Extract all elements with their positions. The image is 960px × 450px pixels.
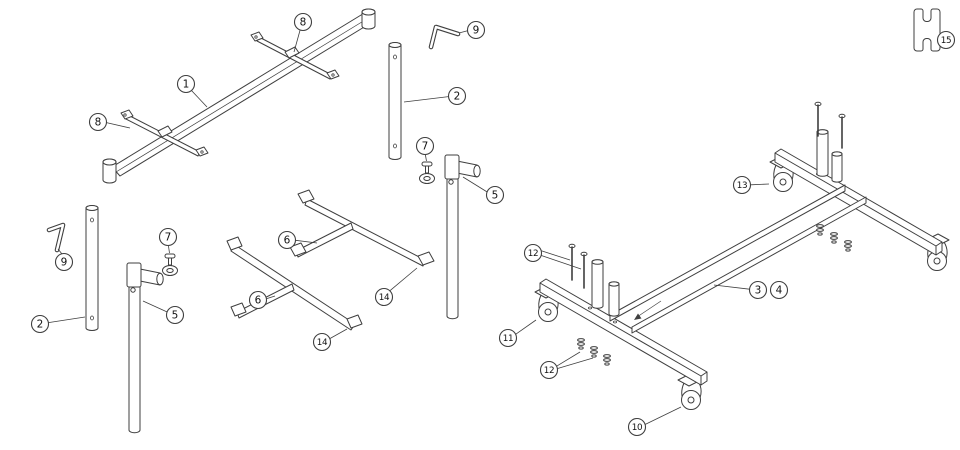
- crossbeam-assembly: [102, 8, 376, 184]
- post-left: [591, 259, 620, 317]
- end-cap: [226, 236, 243, 251]
- clamp-left: [162, 253, 178, 276]
- svg-text:12: 12: [544, 366, 554, 376]
- svg-text:2: 2: [37, 319, 44, 331]
- svg-text:3: 3: [755, 285, 762, 297]
- svg-text:9: 9: [61, 257, 68, 269]
- svg-text:9: 9: [473, 25, 480, 37]
- svg-text:2: 2: [454, 91, 461, 103]
- callout-crossbeam: 1: [176, 74, 208, 108]
- upright-tube-left: [85, 205, 99, 331]
- end-cap: [289, 242, 307, 257]
- mounting-bracket-upper: [250, 31, 340, 80]
- bolt-set-right: [814, 101, 846, 149]
- svg-text:7: 7: [422, 141, 429, 153]
- svg-text:13: 13: [737, 181, 747, 191]
- callout-leg-right: 5: [462, 176, 505, 205]
- svg-text:15: 15: [941, 36, 951, 46]
- washer-set-lower: [577, 338, 611, 366]
- spine-rail-1: [609, 184, 846, 322]
- svg-text:5: 5: [172, 310, 179, 322]
- callout-end-cap-upper: 14: [374, 267, 418, 307]
- hex-key-top: [428, 24, 461, 50]
- callout-caster-left: 11: [498, 319, 537, 348]
- clamp-right: [419, 161, 435, 184]
- callout-upright-tube-right: 2: [403, 86, 467, 106]
- svg-text:8: 8: [300, 17, 307, 29]
- mounting-bracket-lower: [120, 109, 209, 157]
- callout-frame-3: 3: [713, 280, 768, 300]
- callout-t-bar-upper: 6: [277, 230, 318, 250]
- callouts: 8 9 1 2 8 7 5: [30, 12, 956, 437]
- post-right: [816, 129, 843, 183]
- crossbeam-end-tube-bottom: [102, 158, 117, 184]
- svg-text:6: 6: [284, 235, 291, 247]
- foot-beam-left: [539, 278, 708, 386]
- callout-end-cap-lower: 14: [312, 328, 348, 352]
- callout-bolt-set-upper: 12: [523, 243, 582, 270]
- callout-leg-left: 5: [142, 300, 185, 325]
- svg-text:8: 8: [95, 117, 102, 129]
- washer-set-right: [816, 224, 852, 252]
- callout-clamp-right: 7: [415, 136, 435, 162]
- svg-text:11: 11: [503, 334, 513, 344]
- bolt-set-upper: [568, 243, 588, 289]
- callout-frame-4: 4: [769, 280, 789, 300]
- end-cap-lower: [346, 314, 363, 329]
- svg-text:6: 6: [255, 295, 262, 307]
- svg-text:4: 4: [776, 285, 783, 297]
- svg-text:10: 10: [632, 423, 643, 433]
- svg-text:14: 14: [379, 293, 390, 303]
- channel-clip: [913, 8, 941, 52]
- end-cap: [297, 189, 315, 204]
- end-cap: [230, 302, 247, 317]
- svg-text:5: 5: [492, 190, 499, 202]
- hex-key-left: [46, 222, 66, 253]
- callout-hex-key-left: 9: [54, 248, 74, 272]
- callout-bracket-upper: 8: [293, 12, 313, 53]
- svg-text:14: 14: [317, 338, 328, 348]
- callout-caster-top: 13: [732, 175, 770, 195]
- end-cap-upper: [417, 251, 435, 266]
- insert-arrow: [634, 300, 662, 320]
- spine-rail-2: [631, 196, 867, 334]
- crossbeam: [111, 11, 375, 177]
- callout-clamp-left: 7: [158, 227, 178, 254]
- leg-left: [126, 262, 164, 434]
- t-bar-upper: [289, 189, 435, 267]
- callout-washer-set-lower: 12: [539, 351, 594, 380]
- base-frame: [534, 101, 950, 410]
- upright-tube-right: [388, 42, 402, 160]
- leg-right: [444, 154, 481, 320]
- callout-hex-key-top: 9: [458, 20, 486, 40]
- callout-caster-bottom: 10: [627, 406, 682, 437]
- svg-text:12: 12: [528, 249, 538, 259]
- callout-t-bar-lower: 6: [248, 290, 276, 310]
- callout-bracket-lower: 8: [88, 112, 131, 132]
- svg-text:1: 1: [183, 79, 190, 91]
- crossbeam-end-tube-top: [361, 8, 376, 30]
- callout-upright-tube-left: 2: [30, 314, 86, 334]
- callout-channel-clip: 15: [936, 30, 956, 50]
- svg-text:7: 7: [165, 232, 172, 244]
